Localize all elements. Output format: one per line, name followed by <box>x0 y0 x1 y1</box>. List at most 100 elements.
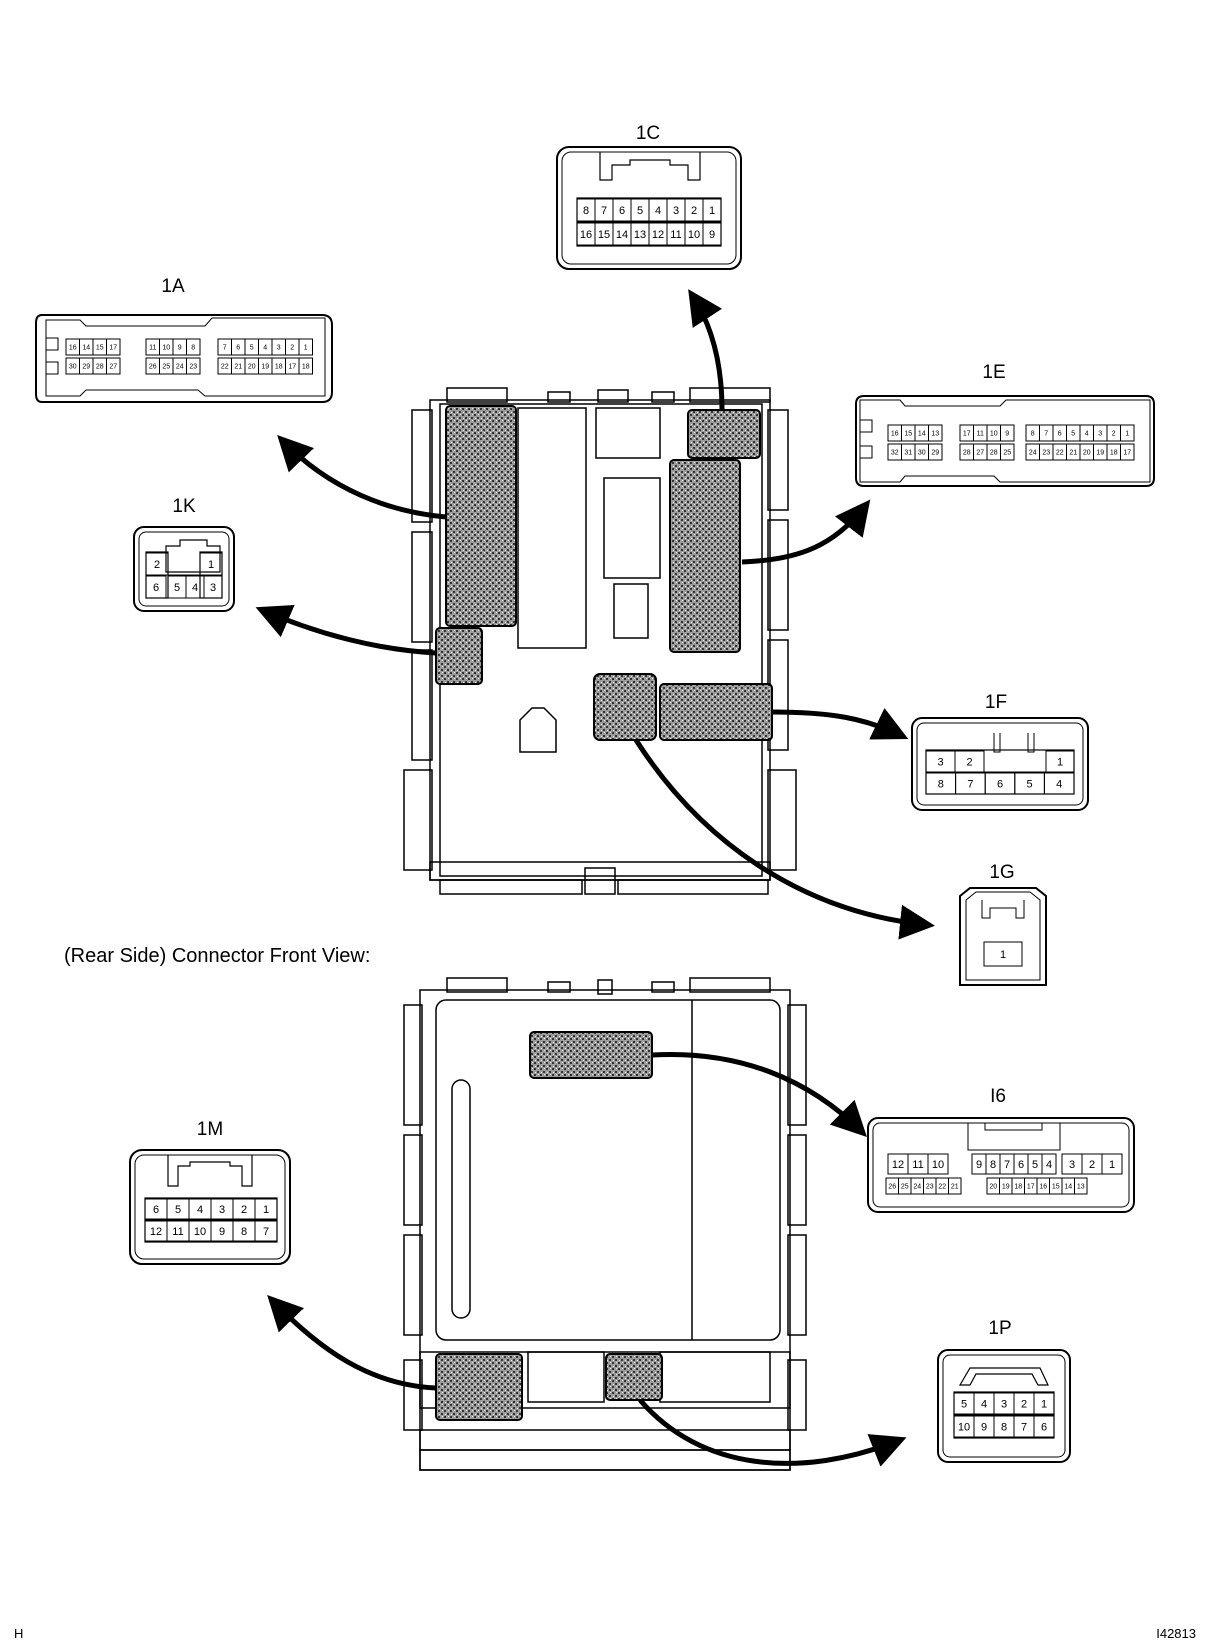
pin-c1M-row1-0-label: 6 <box>153 1204 159 1216</box>
pin-c1A-row1-9-label: 6 <box>236 345 240 352</box>
pin-c1E-row1-6-label: 10 <box>990 431 998 438</box>
pin-c1E-row2-5-label: 27 <box>976 450 984 457</box>
pin-c1K-row2-2-label: 4 <box>192 582 198 594</box>
socket-I6 <box>529 1031 653 1079</box>
pin-c1K-row2-1-label: 5 <box>174 582 180 594</box>
pin-c1A-row2-8-label: 22 <box>221 364 229 371</box>
connector-1P-label: 1P <box>988 1318 1011 1339</box>
pin-c1E-row1-7-label: 9 <box>1005 431 1009 438</box>
socket-1E <box>669 459 741 653</box>
pin-c1C-row1-5-label: 3 <box>673 205 679 217</box>
connector-1G: 1G 1 <box>959 862 1047 986</box>
footer-figure-id: I42813 <box>1156 1626 1196 1641</box>
pin-c1E-row2-7-label: 25 <box>1003 450 1011 457</box>
arrow-to-1E <box>741 499 871 565</box>
pin-c1E-row1-9-label: 7 <box>1044 431 1048 438</box>
pin-c1F-row2-1-label: 7 <box>967 779 973 791</box>
pin-c1E-row2-13-label: 19 <box>1096 450 1104 457</box>
pin-c1E-row2-6-label: 28 <box>990 450 998 457</box>
pin-c1A-row2-11-label: 19 <box>261 364 269 371</box>
pin-c1M-row2-2-label: 10 <box>194 1226 206 1238</box>
pin-c1M-row2-1-label: 11 <box>172 1226 183 1238</box>
pin-cI6-row1-1-label: 11 <box>912 1159 923 1171</box>
pin-c1A-row1-6-label: 9 <box>178 345 182 352</box>
pin-c1K-row1-1-label: 1 <box>208 559 214 571</box>
pin-c1A-row2-3-cell <box>106 357 121 375</box>
pin-c1A-row1-12-label: 3 <box>277 345 281 352</box>
pin-c1C-row1-4-label: 4 <box>655 205 661 217</box>
pin-c1C-row2-7-label: 9 <box>709 229 715 241</box>
arrow-to-1M <box>267 1294 437 1391</box>
pin-cI6-row2-5-label: 21 <box>951 1184 959 1191</box>
pin-c1C-row2-2-label: 14 <box>616 229 628 241</box>
pin-c1A-row1-1-label: 14 <box>82 345 90 352</box>
pin-c1E-row1-3-label: 13 <box>931 431 939 438</box>
arrow-to-1F <box>771 708 909 740</box>
socket-1K <box>435 627 483 685</box>
pin-c1M-row2-0-label: 12 <box>150 1226 162 1238</box>
connector-I6-label: I6 <box>990 1086 1006 1107</box>
pin-c1M-row1-1-label: 5 <box>175 1204 181 1216</box>
pin-c1A-row2-3-label: 27 <box>109 364 117 371</box>
pin-c1A-row2-5-label: 25 <box>162 364 170 371</box>
connector-1G-label: 1G <box>989 862 1014 883</box>
pin-c1F-row1-2-cell <box>1045 750 1075 773</box>
pin-c1M-row2-5-label: 7 <box>263 1226 269 1238</box>
pin-c1K-row1-0-cell <box>145 552 169 576</box>
pin-c1P-row2-4-label: 6 <box>1041 1422 1047 1434</box>
pin-c1E-row1-5-label: 11 <box>977 431 984 438</box>
pin-c1P-row2-2-label: 8 <box>1001 1422 1007 1434</box>
pin-cI6-row2-0-label: 26 <box>888 1184 896 1191</box>
pin-cI6-row2-5-cell <box>948 1177 962 1195</box>
connector-1K-label: 1K <box>172 496 196 517</box>
pin-c1A-row2-13-label: 17 <box>288 364 296 371</box>
pin-c1A-row2-7-cell <box>186 357 201 375</box>
pin-c1F-row2-0-label: 8 <box>938 779 944 791</box>
pin-c1K-row2-0-label: 6 <box>153 582 159 594</box>
pin-c1E-row1-14-label: 2 <box>1112 431 1116 438</box>
pin-c1E-row1-3-cell <box>928 424 943 442</box>
pin-c1E-row2-15-label: 17 <box>1123 450 1131 457</box>
pin-c1E-row1-2-label: 14 <box>918 431 926 438</box>
pin-c1E-row2-12-label: 20 <box>1083 450 1091 457</box>
pin-cI6-row1-3-label: 9 <box>976 1159 982 1171</box>
pin-c1P-row2-4-cell <box>1033 1415 1055 1438</box>
pin-c1F-row1-2-label: 1 <box>1057 757 1063 769</box>
pin-c1A-row2-6-label: 24 <box>176 364 184 371</box>
pin-c1M-row2-3-label: 9 <box>219 1226 225 1238</box>
pin-c1E-row2-0-label: 32 <box>891 450 899 457</box>
pin-c1K-row1-1-cell <box>199 552 223 576</box>
rear-side-caption: (Rear Side) Connector Front View: <box>64 945 370 967</box>
pin-c1C-row2-6-label: 10 <box>688 229 700 241</box>
pin-c1A-row1-10-label: 5 <box>250 345 254 352</box>
pin-c1G-row1-0-cell <box>983 941 1023 967</box>
pin-c1A-row2-4-label: 26 <box>149 364 157 371</box>
pin-cI6-row2-9-label: 17 <box>1027 1184 1035 1191</box>
pin-c1E-row1-1-label: 15 <box>904 431 912 438</box>
pin-c1A-row2-0-label: 30 <box>69 364 77 371</box>
pin-cI6-row1-7-label: 5 <box>1032 1159 1038 1171</box>
pin-cI6-row1-5-label: 7 <box>1004 1159 1010 1171</box>
pin-c1A-row2-7-label: 23 <box>189 364 197 371</box>
pin-cI6-row1-2-label: 10 <box>932 1159 944 1171</box>
pin-c1A-row1-14-label: 1 <box>304 345 308 352</box>
pin-cI6-row1-11-cell <box>1101 1153 1123 1175</box>
pin-c1A-row1-8-label: 7 <box>223 345 227 352</box>
pin-c1E-row1-11-label: 5 <box>1071 431 1075 438</box>
arrow-to-1C <box>688 289 725 411</box>
pin-cI6-row2-7-label: 19 <box>1002 1184 1010 1191</box>
footer-left-code: H <box>14 1626 23 1641</box>
pin-c1C-row1-7-cell <box>702 198 722 222</box>
pin-c1E-row2-1-label: 31 <box>904 450 912 457</box>
